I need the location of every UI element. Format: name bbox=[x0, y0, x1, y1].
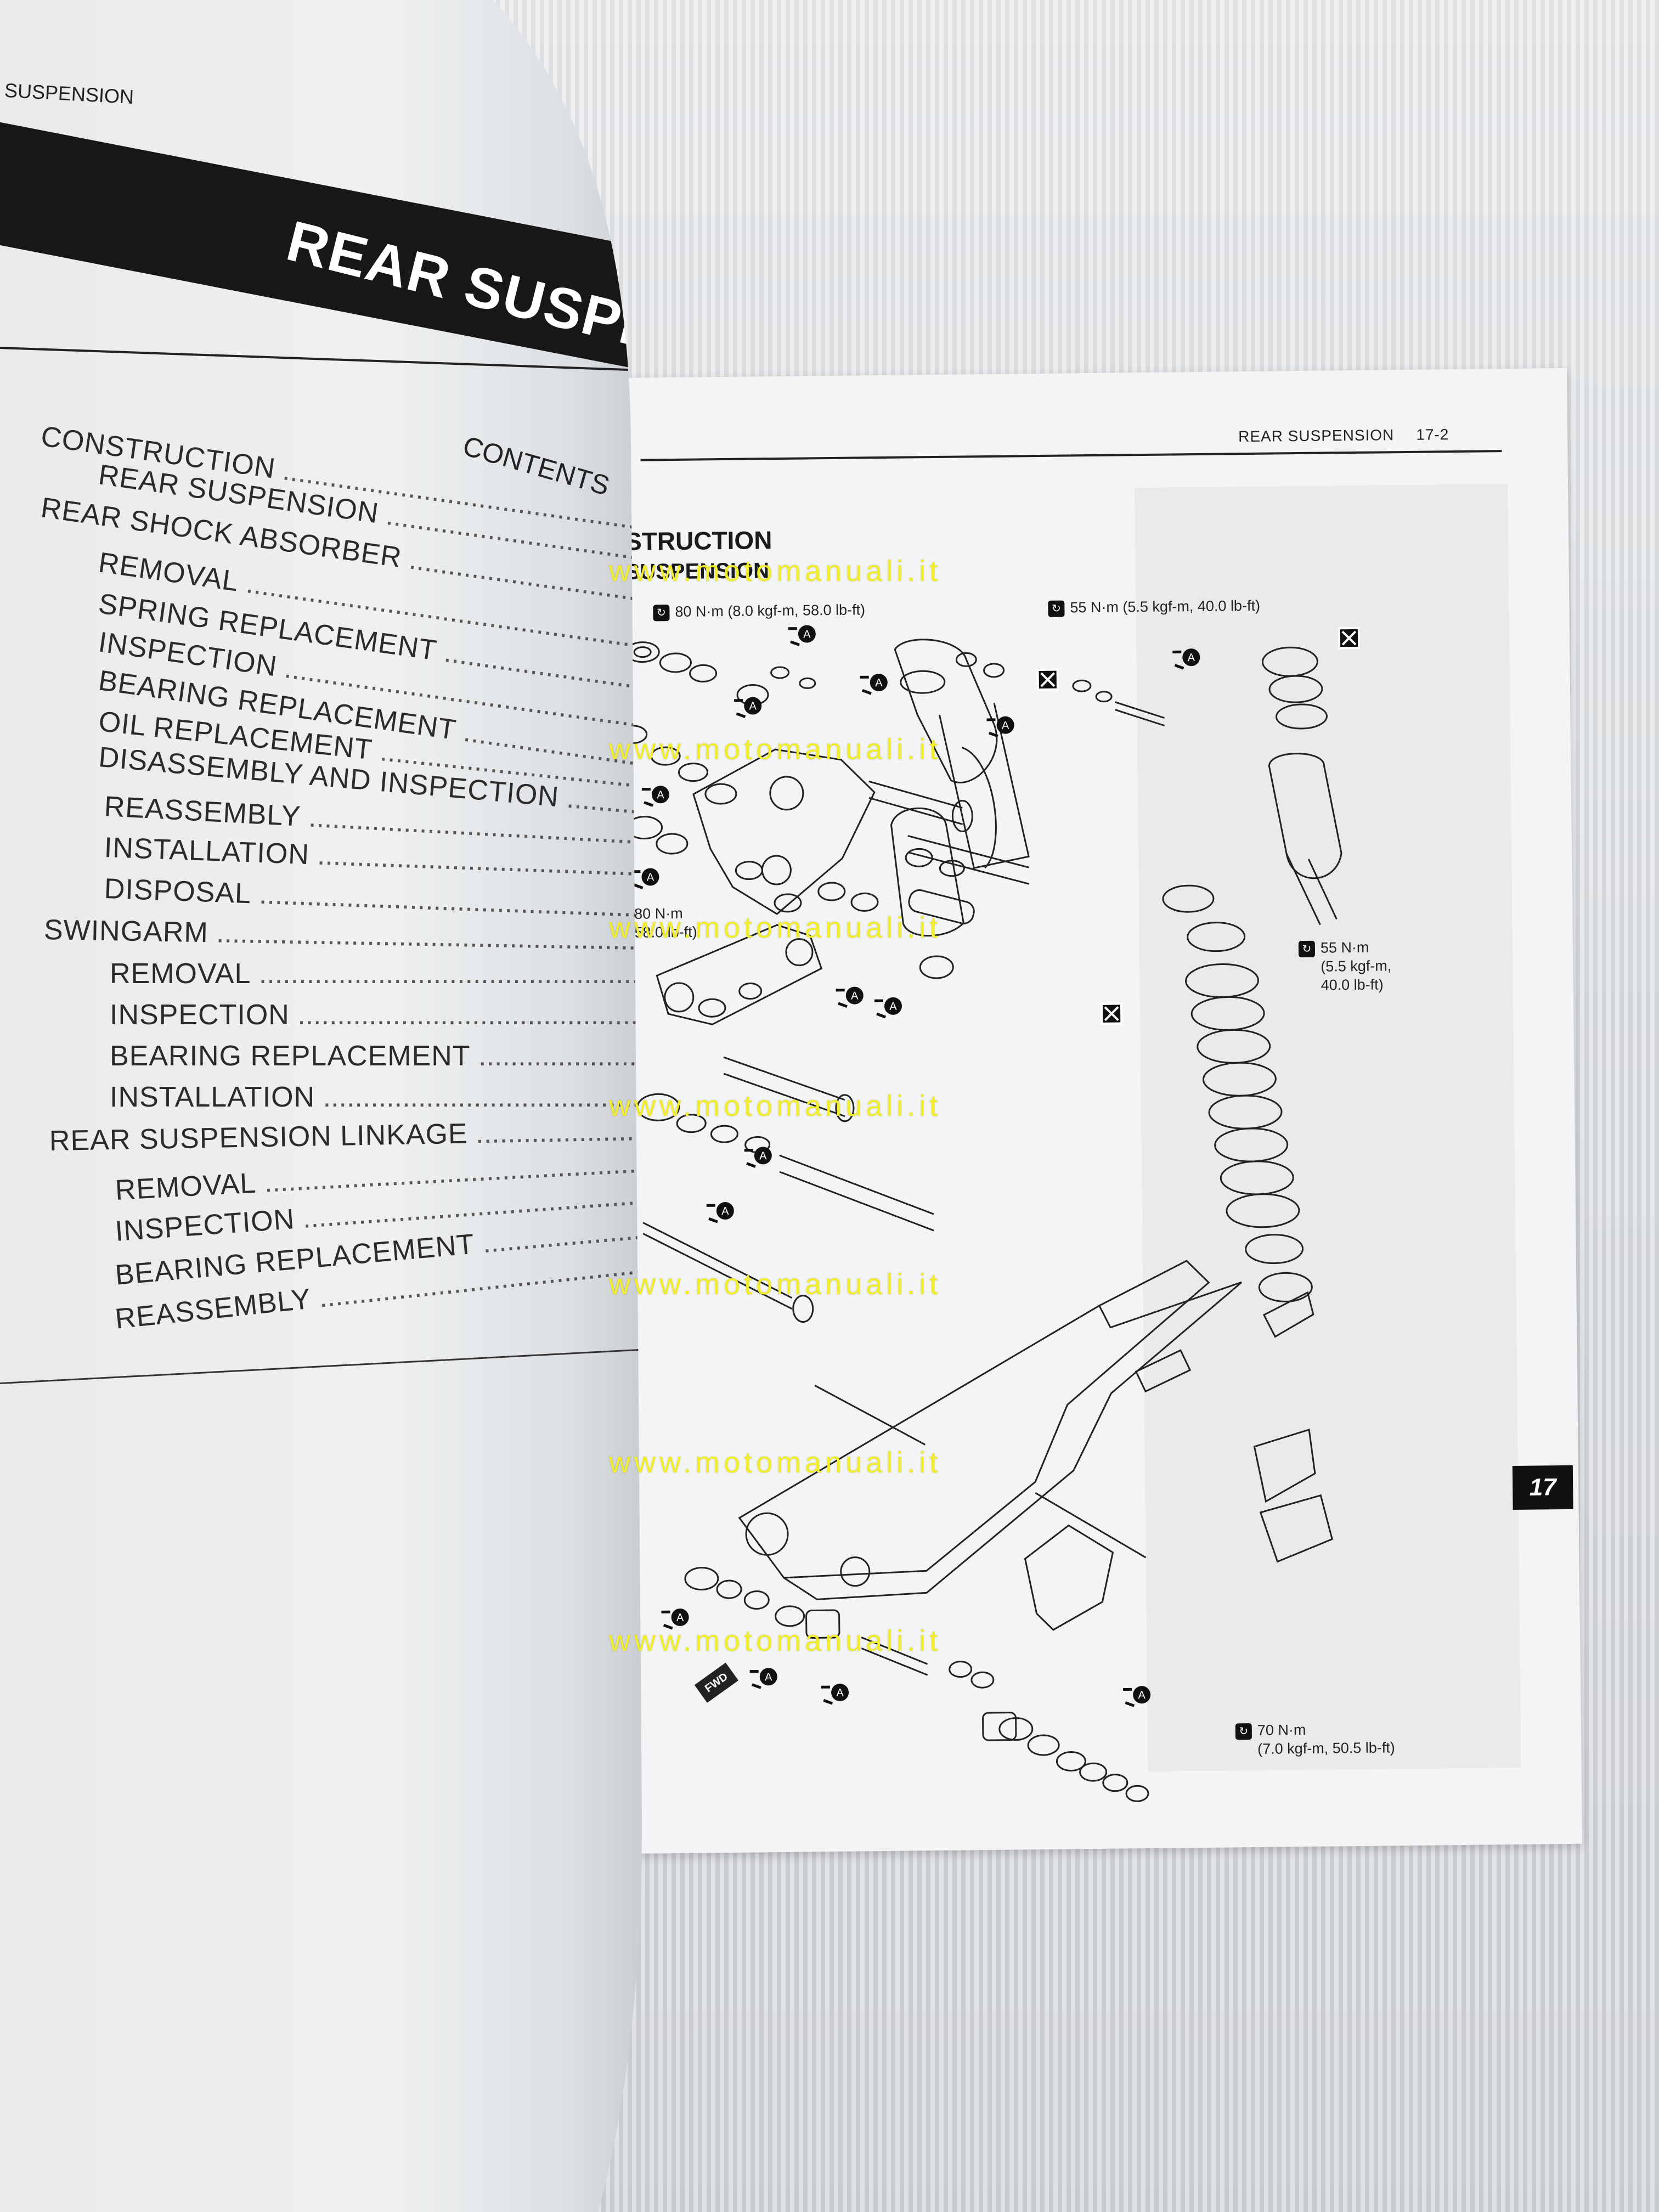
grease-icon: A bbox=[821, 1683, 849, 1705]
svg-text:A: A bbox=[765, 1671, 772, 1683]
toc-entry-label: REAR SUSPENSION LINKAGE bbox=[49, 1118, 469, 1157]
grease-icon: A bbox=[1123, 1686, 1151, 1707]
left-page: SUSPENSION REAR SUSPENSION CONTENTS CONS… bbox=[0, 0, 647, 2212]
grease-icon: A bbox=[860, 674, 888, 695]
toc-bottom-rule bbox=[0, 1348, 647, 1384]
watermark: www.motomanuali.it bbox=[609, 1090, 942, 1122]
svg-text:A: A bbox=[721, 1205, 729, 1217]
grease-icon: A bbox=[788, 625, 816, 646]
svg-text:A: A bbox=[889, 1001, 897, 1013]
svg-text:A: A bbox=[875, 677, 883, 689]
toc-entry-label: INSTALLATION bbox=[103, 832, 310, 871]
svg-text:A: A bbox=[676, 1612, 684, 1624]
grease-icon: A bbox=[661, 1608, 689, 1630]
toc-entry-label: REMOVAL bbox=[110, 958, 251, 990]
grease-icon: A bbox=[734, 697, 762, 718]
svg-text:A: A bbox=[803, 628, 811, 640]
toc-entry-label: INSTALLATION bbox=[110, 1081, 315, 1113]
watermark: www.motomanuali.it bbox=[609, 555, 942, 588]
chapter-tab: 17 bbox=[1512, 1465, 1573, 1510]
toc-entry-label: REMOVAL bbox=[114, 1167, 257, 1206]
toc-entry-label: REASSEMBLY bbox=[103, 791, 302, 833]
grease-icon: A bbox=[631, 868, 659, 889]
toc-entry-label: REASSEMBLY bbox=[113, 1283, 313, 1335]
grease-icon: A bbox=[749, 1668, 777, 1689]
watermark: www.motomanuali.it bbox=[609, 1446, 942, 1479]
svg-text:A: A bbox=[1002, 720, 1009, 732]
toc-entry-label: BEARING REPLACEMENT bbox=[110, 1040, 471, 1072]
grease-icon: A bbox=[1172, 648, 1200, 670]
grease-icon: A bbox=[986, 716, 1014, 738]
toc-entry-label: INSPECTION bbox=[114, 1203, 296, 1248]
svg-text:A: A bbox=[749, 700, 757, 712]
svg-text:A: A bbox=[647, 871, 654, 883]
svg-text:A: A bbox=[759, 1150, 767, 1162]
exploded-suspension-diagram: A A A A A A A A A A A A A A A bbox=[617, 625, 1361, 1802]
grease-icon: A bbox=[706, 1202, 734, 1223]
watermark: www.motomanuali.it bbox=[609, 733, 942, 766]
grease-icon: A bbox=[836, 986, 864, 1008]
svg-text:A: A bbox=[1138, 1689, 1146, 1701]
toc-entry-label: INSPECTION bbox=[110, 999, 290, 1031]
grease-icon: A bbox=[641, 786, 669, 807]
watermark: www.motomanuali.it bbox=[609, 1624, 942, 1657]
grease-markers: A A A A A A A A A A A A A A A bbox=[631, 625, 1200, 1707]
left-page-header: SUSPENSION bbox=[4, 78, 134, 109]
watermark: www.motomanuali.it bbox=[609, 1268, 942, 1301]
grease-icon: A bbox=[744, 1147, 772, 1168]
svg-text:A: A bbox=[657, 789, 664, 801]
toc-entry-label: SWINGARM bbox=[43, 914, 209, 949]
svg-text:A: A bbox=[1188, 652, 1195, 664]
watermark: www.motomanuali.it bbox=[609, 911, 942, 944]
grease-icon: A bbox=[874, 997, 902, 1019]
svg-text:A: A bbox=[851, 990, 859, 1002]
svg-text:A: A bbox=[836, 1687, 844, 1699]
toc-entry-label: DISPOSAL bbox=[103, 873, 252, 910]
